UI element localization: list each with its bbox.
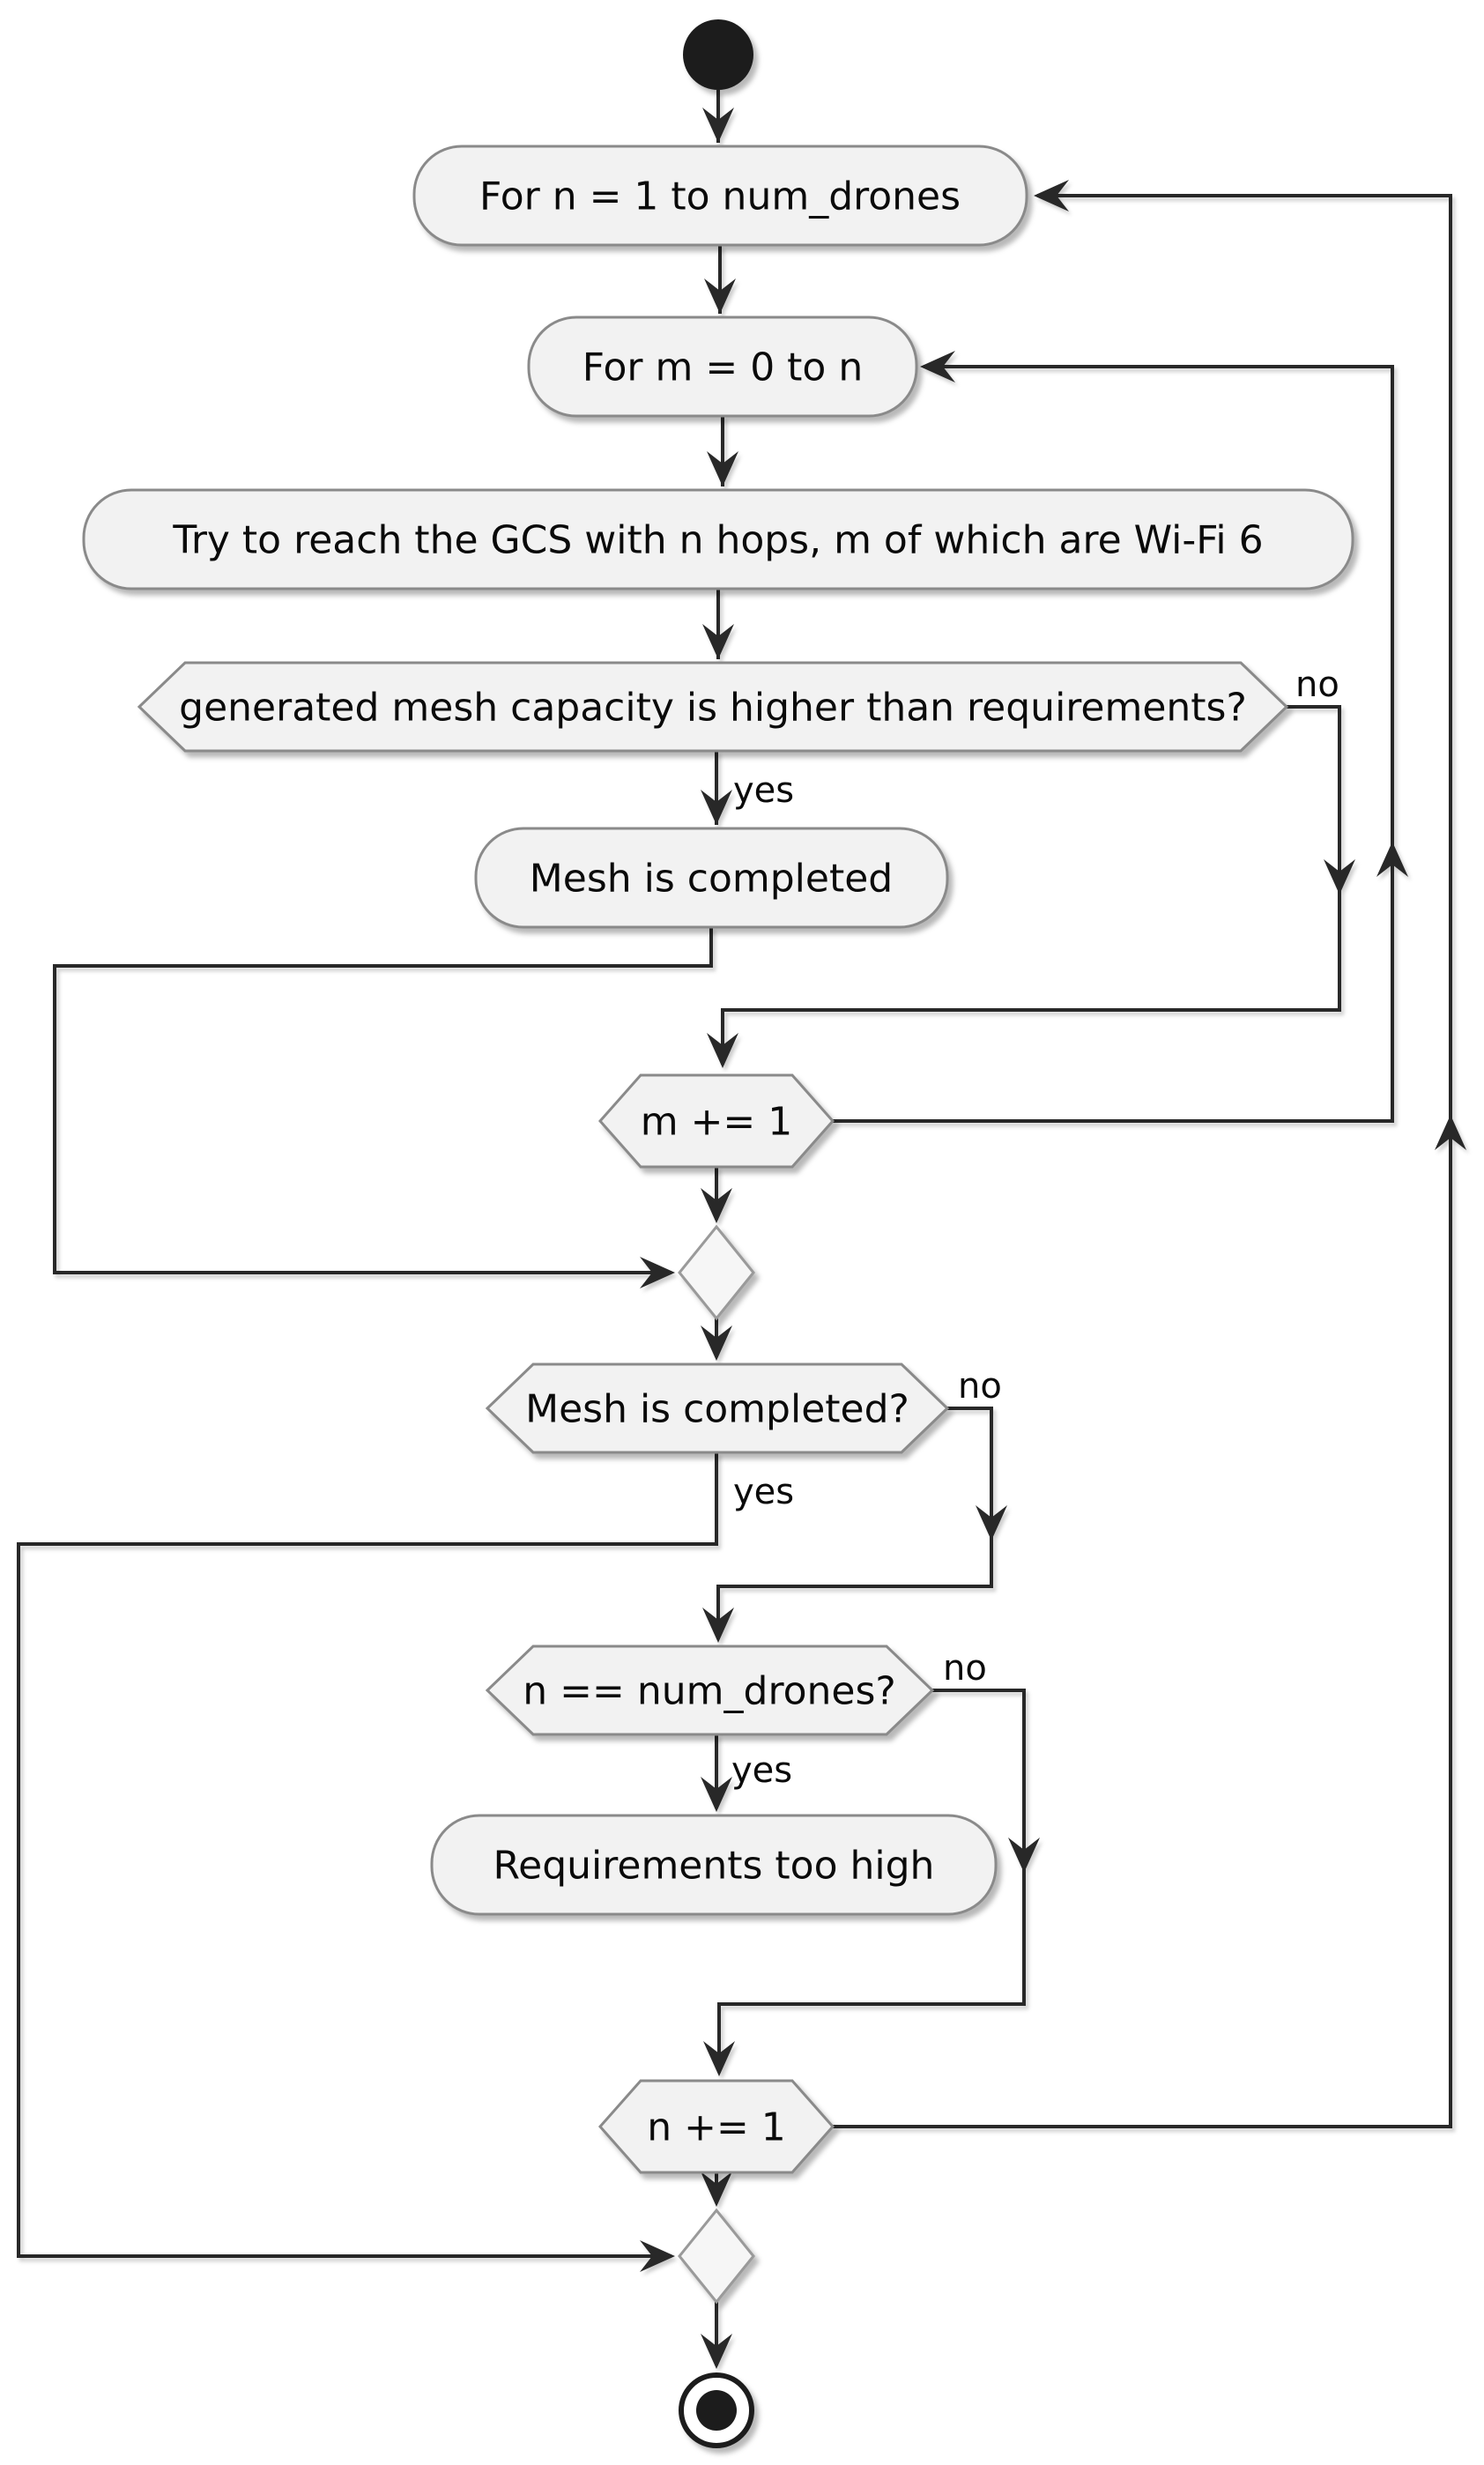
activity-requirements-too-high xyxy=(430,1814,998,1916)
end-node xyxy=(696,2390,737,2431)
decision-n-equals-label: n == num_drones? xyxy=(523,1668,895,1713)
activity-requirements-too-high-label: Requirements too high xyxy=(493,1843,935,1888)
decision-mesh-capacity xyxy=(137,661,1289,753)
loop-n-increment xyxy=(597,2079,835,2174)
merge-diamond-inner xyxy=(678,1224,755,1321)
loop-m-increment xyxy=(597,1073,835,1169)
branch-label-mesh-no: no xyxy=(958,1366,1002,1407)
activity-try-reach-gcs-label: Try to reach the GCS with n hops, m of w… xyxy=(172,517,1263,562)
activity-for-n xyxy=(412,145,1028,247)
edge-outer-loop-return xyxy=(833,194,1452,2128)
branch-label-mesh-yes: yes xyxy=(733,1472,794,1512)
edge-n-equals-no-to-n-increment xyxy=(717,1689,1026,2073)
activity-for-m xyxy=(527,316,918,418)
loop-m-increment-label: m += 1 xyxy=(641,1099,793,1144)
labels-layer: For n = 1 to num_drones For m = 0 to n T… xyxy=(172,174,1339,2149)
activity-for-n-label: For n = 1 to num_drones xyxy=(479,174,961,219)
branch-label-n-eq-no: no xyxy=(943,1648,987,1689)
activity-mesh-completed-label: Mesh is completed xyxy=(530,856,893,901)
activity-for-m-label: For m = 0 to n xyxy=(582,345,863,390)
activity-mesh-completed xyxy=(474,827,949,929)
edges-layer xyxy=(17,90,1466,2369)
edge-capacity-no-to-m-increment xyxy=(721,705,1341,1065)
start-node xyxy=(683,19,753,90)
edge-inner-loop-return xyxy=(833,365,1394,1123)
activity-try-reach-gcs xyxy=(82,488,1354,590)
edge-mesh-check-yes-to-outer-merge xyxy=(17,1452,718,2258)
decision-mesh-completed-label: Mesh is completed? xyxy=(525,1386,909,1431)
nodes-layer xyxy=(82,19,1354,2448)
decision-n-equals-num-drones xyxy=(485,1645,935,1736)
branch-label-n-eq-yes: yes xyxy=(731,1750,792,1791)
merge-diamond-outer xyxy=(678,2208,755,2305)
edge-mesh-completed-bypass-to-merge xyxy=(53,927,713,1274)
edge-mesh-check-no-to-n-equals xyxy=(716,1407,993,1639)
loop-n-increment-label: n += 1 xyxy=(647,2105,786,2149)
branch-label-capacity-no: no xyxy=(1295,665,1339,705)
decision-mesh-capacity-label: generated mesh capacity is higher than r… xyxy=(179,685,1247,730)
branch-label-capacity-yes: yes xyxy=(733,770,794,811)
decision-mesh-completed xyxy=(485,1362,950,1454)
